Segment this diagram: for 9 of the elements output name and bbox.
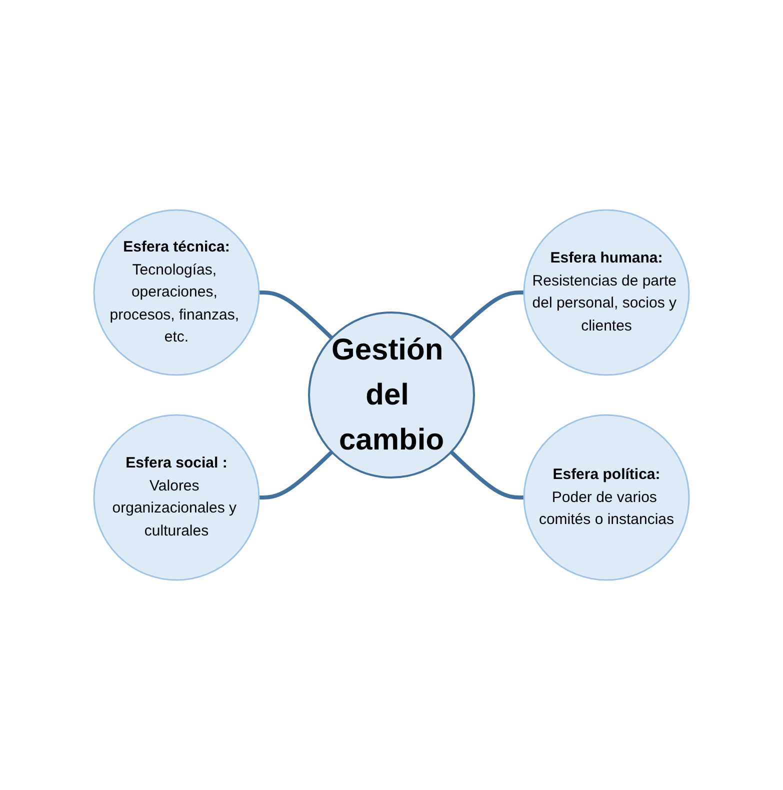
connector [259,450,334,500]
connector [450,450,524,500]
node-circle: Gestión del cambio [308,312,475,478]
node-circle: Esfera social : Valores organizacionales y culturales [93,414,260,581]
node-circle: Esfera política: Poder de varios comités o instancias [523,414,690,581]
node-circle: Esfera humana: Resistencias de parte del personal, socios y clientes [523,209,690,376]
connector [259,290,334,340]
connector [450,290,524,340]
node-circle: Esfera técnica: Tecnologías, operaciones, procesos, finanzas, etc. [93,209,260,376]
